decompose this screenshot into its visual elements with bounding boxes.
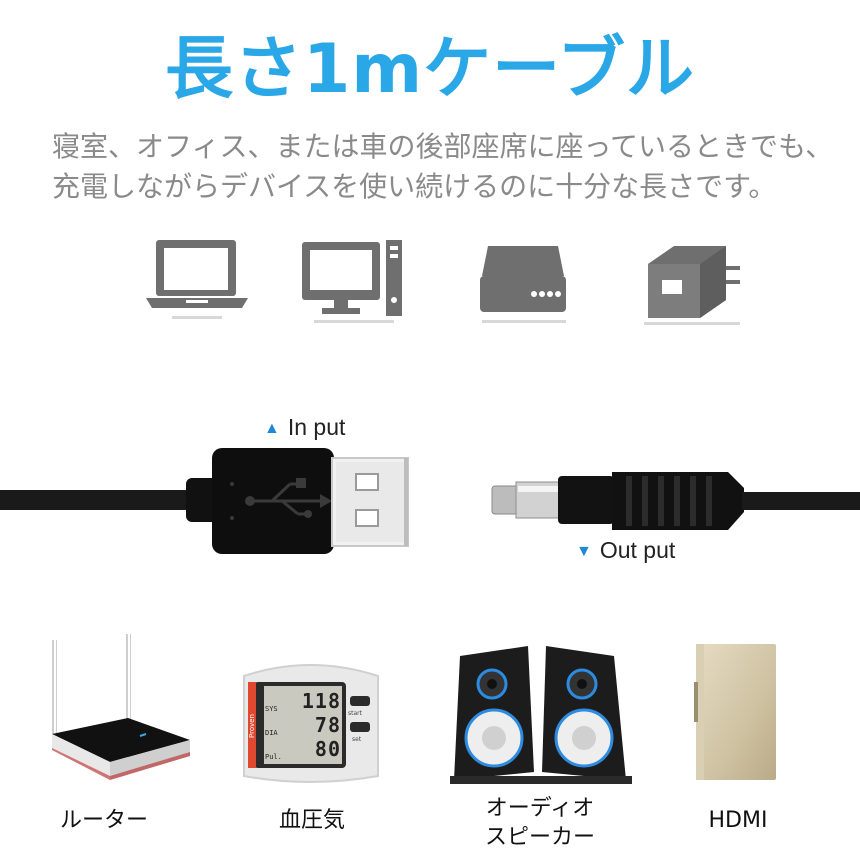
input-label-text: In put (287, 414, 346, 440)
dc-barrel-plug-image (491, 472, 860, 530)
dia-label: DIA (265, 729, 278, 737)
page-title: 長さ1mケーブル (164, 30, 696, 109)
product-label-blood-pressure: 血圧気 (278, 808, 345, 833)
pul-value: 80 (314, 737, 341, 761)
usb-a-connector-image (0, 448, 409, 554)
triangle-up-icon: ▲ (264, 420, 280, 437)
ac-adapter-icon (644, 246, 740, 325)
set-label: set (352, 736, 362, 743)
laptop-icon (146, 240, 248, 319)
hdmi-device-image (694, 644, 776, 780)
power-bank-icon (480, 246, 566, 323)
description-line-1: 寝室、オフィス、または車の後部座席に座っているときでも、 (52, 130, 834, 163)
monitor-body-shape (243, 664, 379, 783)
product-label-speakers-line1: オーディオ (485, 796, 595, 821)
description-line-2: 充電しながらデバイスを使い続けるのに十分な長さです。 (52, 170, 777, 203)
triangle-down-icon: ▼ (576, 543, 592, 560)
router-image (52, 634, 190, 780)
sys-label: SYS (265, 705, 278, 713)
blood-pressure-monitor-image: SYS 118 DIA 78 Pul. 80 Proven start set (238, 656, 384, 786)
input-label: ▲ In put (264, 414, 345, 441)
start-label: start (348, 710, 362, 717)
output-label: ▼ Out put (576, 537, 675, 564)
speakers-image (450, 646, 632, 784)
product-label-speakers: オーディオ スピーカー (470, 794, 610, 852)
dia-value: 78 (314, 713, 341, 737)
output-label-text: Out put (599, 537, 676, 563)
sys-value: 118 (301, 689, 341, 713)
monitor-brand: Proven (248, 714, 256, 738)
product-label-router: ルーター (59, 808, 148, 833)
desktop-pc-icon (302, 240, 402, 323)
monitor-screen: SYS 118 DIA 78 Pul. 80 (265, 689, 341, 761)
product-label-hdmi: HDMI (708, 808, 768, 833)
product-label-speakers-line2: スピーカー (484, 825, 595, 850)
pul-label: Pul. (265, 753, 282, 761)
